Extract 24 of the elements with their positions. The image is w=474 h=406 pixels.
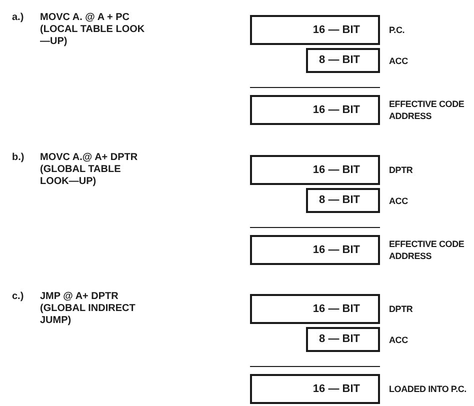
register-box: 8 — BIT xyxy=(306,327,380,352)
register-box: 16 — BIT xyxy=(250,294,380,324)
section-letter: c.) xyxy=(12,291,25,303)
register-box: 16 — BIT xyxy=(250,95,380,125)
section-letter: b.) xyxy=(12,152,26,164)
register-label: DPTR xyxy=(389,164,413,176)
instruction-text: JMP @ A+ DPTR (GLOBAL INDIRECT JUMP) xyxy=(40,291,136,327)
register-box: 16 — BIT xyxy=(250,374,380,404)
section-letter: a.) xyxy=(12,12,25,24)
register-label: EFFECTIVE CODE ADDRESS xyxy=(389,238,466,262)
register-label: P.C. xyxy=(389,24,405,36)
register-label: DPTR xyxy=(389,303,413,315)
register-box: 16 — BIT xyxy=(250,235,380,265)
register-box: 8 — BIT xyxy=(306,188,380,213)
register-label: EFFECTIVE CODE ADDRESS xyxy=(389,98,466,122)
register-label: LOADED INTO P.C. xyxy=(389,383,466,395)
register-label: ACC xyxy=(389,194,408,206)
register-box: 16 — BIT xyxy=(250,15,380,45)
instruction-text: MOVC A. @ A + PC (LOCAL TABLE LOOK—UP) xyxy=(40,12,146,48)
register-label: ACC xyxy=(389,334,408,346)
register-box: 16 — BIT xyxy=(250,155,380,185)
register-label: ACC xyxy=(389,54,408,66)
register-box: 8 — BIT xyxy=(306,48,380,73)
instruction-text: MOVC A.@ A+ DPTR (GLOBAL TABLE LOOK—UP) xyxy=(40,152,139,188)
